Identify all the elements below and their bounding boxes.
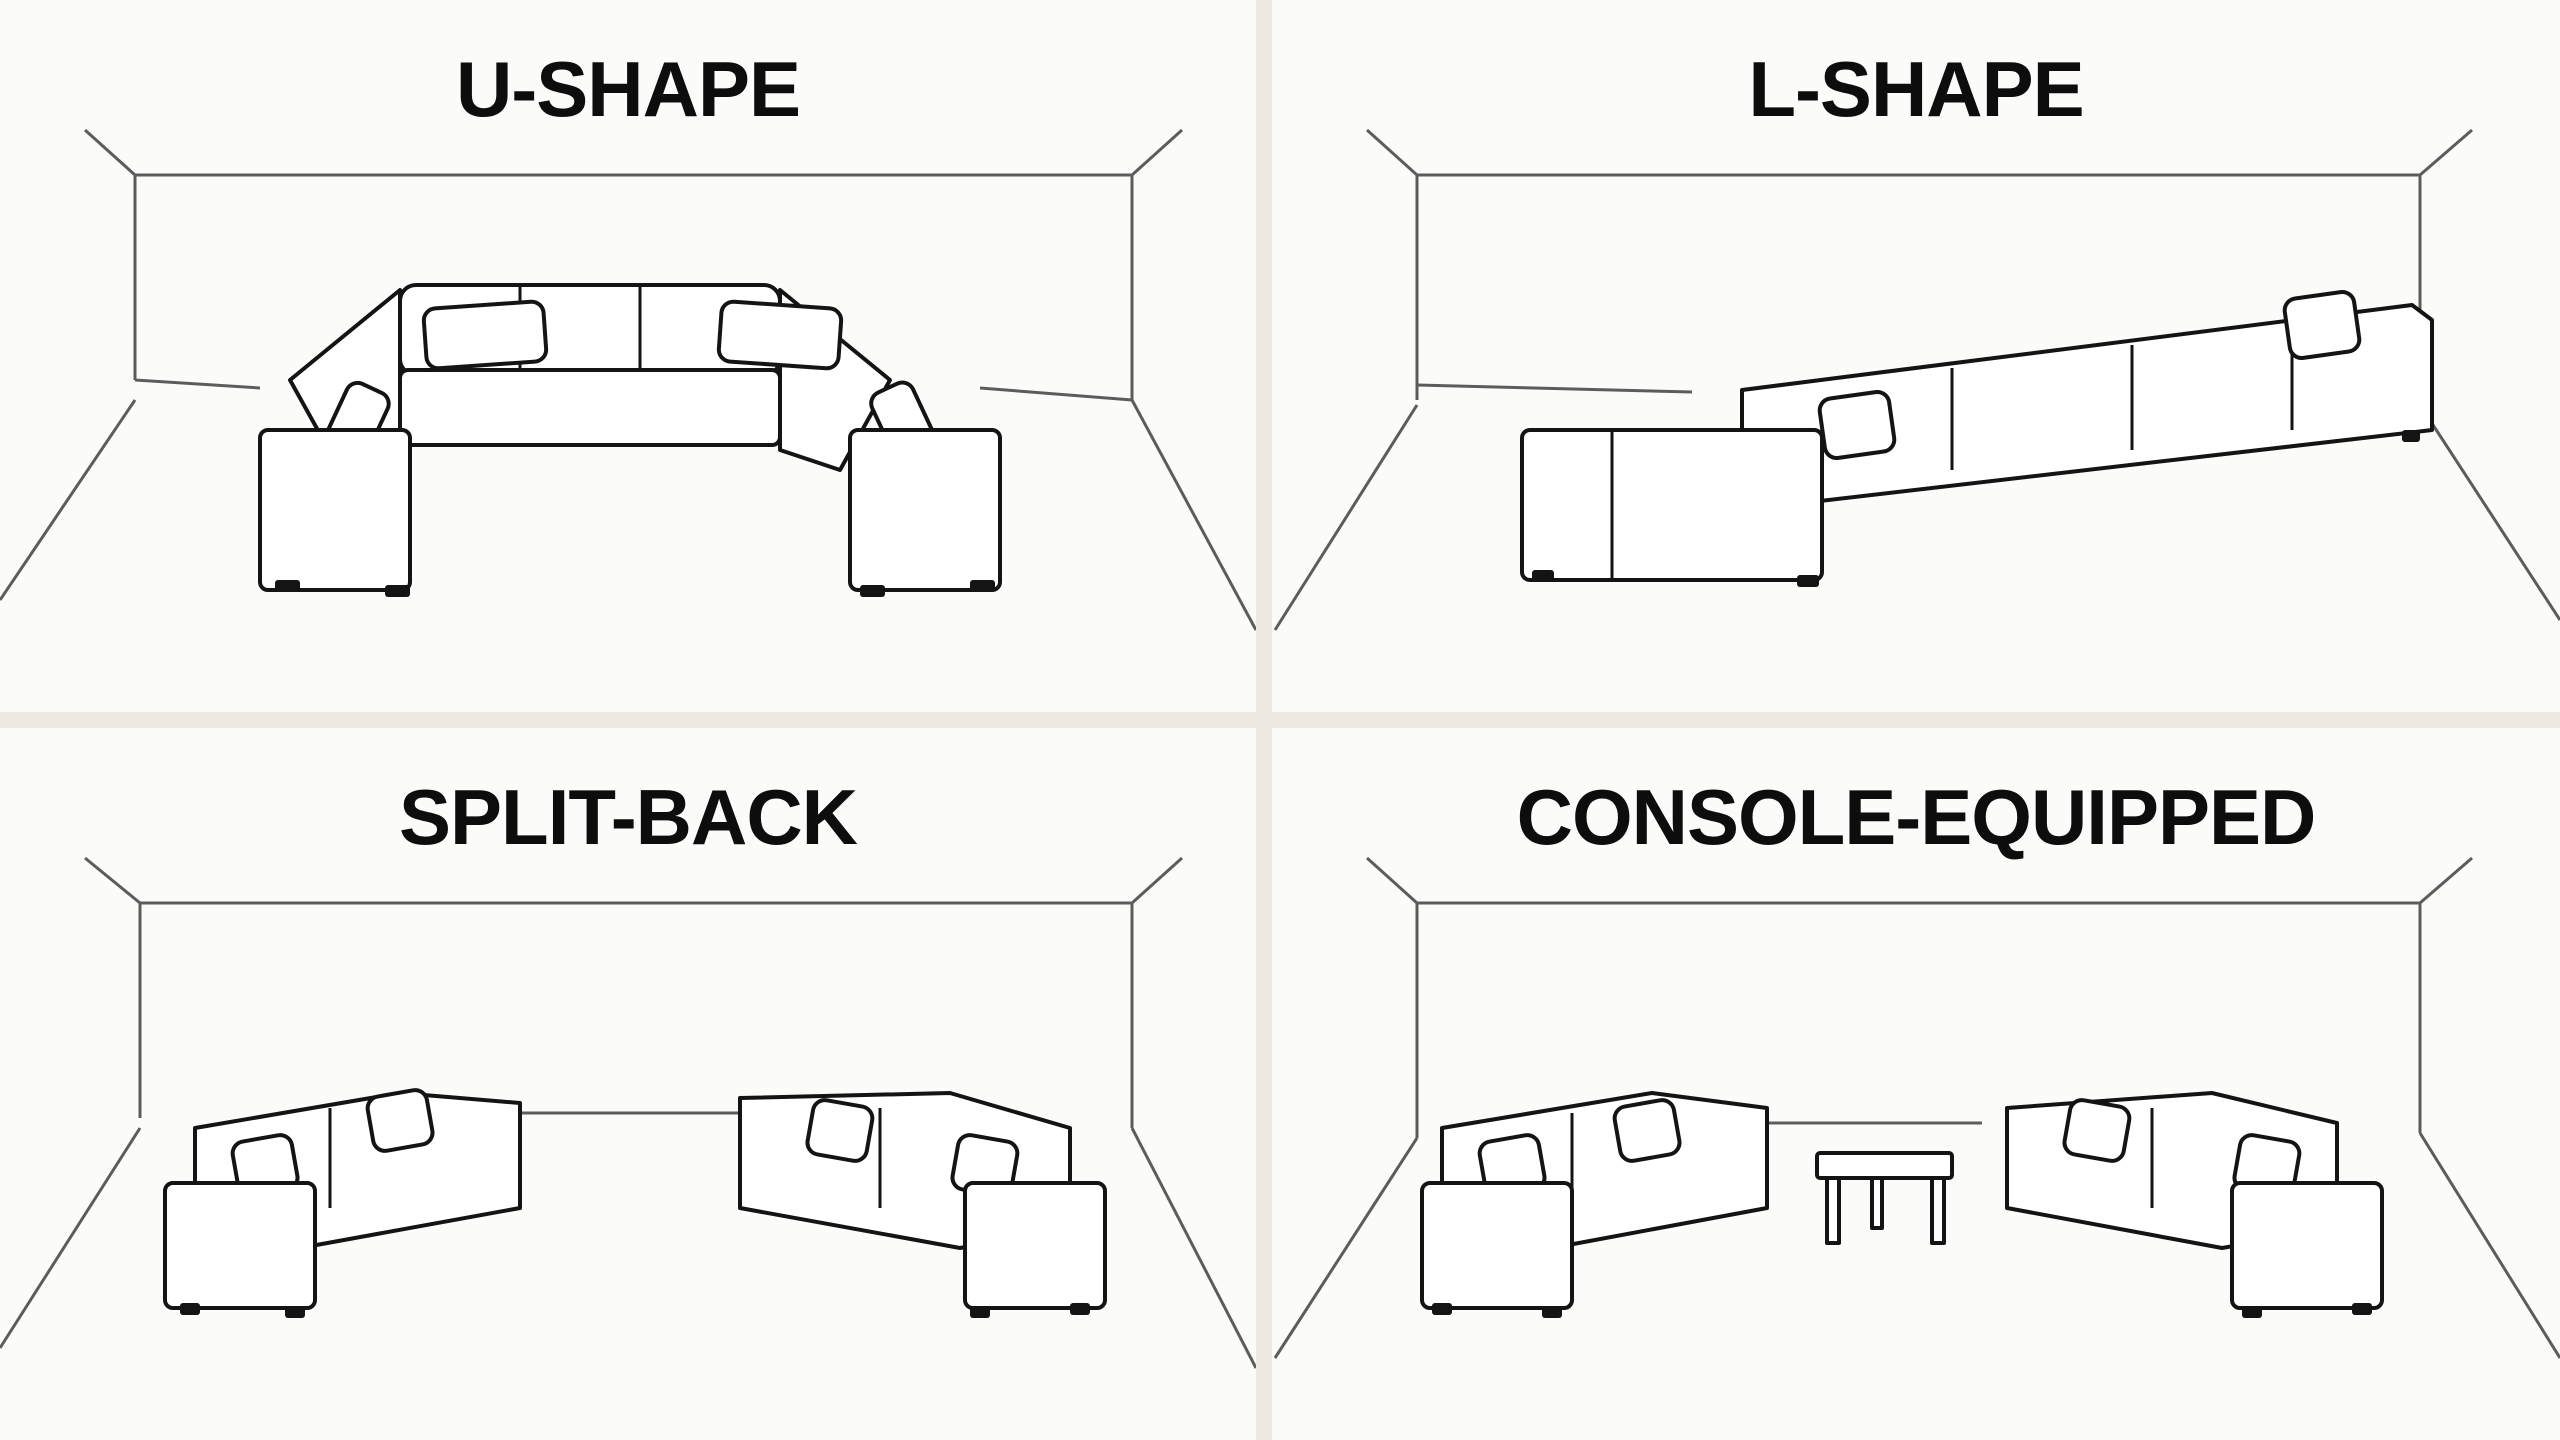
panel-l-shape: L-SHAPE bbox=[1272, 0, 2560, 712]
panel-split-back: SPLIT-BACK bbox=[0, 728, 1256, 1440]
panel-u-shape: U-SHAPE bbox=[0, 0, 1256, 712]
left-loveseat bbox=[163, 1088, 522, 1318]
panel-title: SPLIT-BACK bbox=[399, 773, 858, 861]
u-shape-sofa bbox=[258, 283, 1002, 597]
console-table bbox=[1815, 1151, 1954, 1245]
split-back-loveseats-icon bbox=[0, 856, 1256, 1369]
u-shape-sectional-sofa-icon bbox=[0, 128, 1256, 631]
left-sofa bbox=[1420, 1091, 1769, 1318]
room-outline bbox=[1273, 856, 2560, 1359]
room-outline bbox=[0, 128, 1256, 631]
l-shape-long-sofa-icon bbox=[1273, 128, 2560, 631]
panel-title: U-SHAPE bbox=[455, 45, 801, 133]
l-shape-sofa bbox=[1520, 289, 2434, 587]
room-outline bbox=[0, 856, 1256, 1369]
right-loveseat bbox=[738, 1091, 1107, 1318]
console-equipped-sofas-icon bbox=[1273, 856, 2560, 1359]
panel-console-equipped: CONSOLE-EQUIPPED bbox=[1272, 728, 2560, 1440]
panel-title: CONSOLE-EQUIPPED bbox=[1516, 773, 2317, 861]
right-sofa bbox=[2005, 1091, 2384, 1318]
panel-title: L-SHAPE bbox=[1748, 45, 2084, 133]
